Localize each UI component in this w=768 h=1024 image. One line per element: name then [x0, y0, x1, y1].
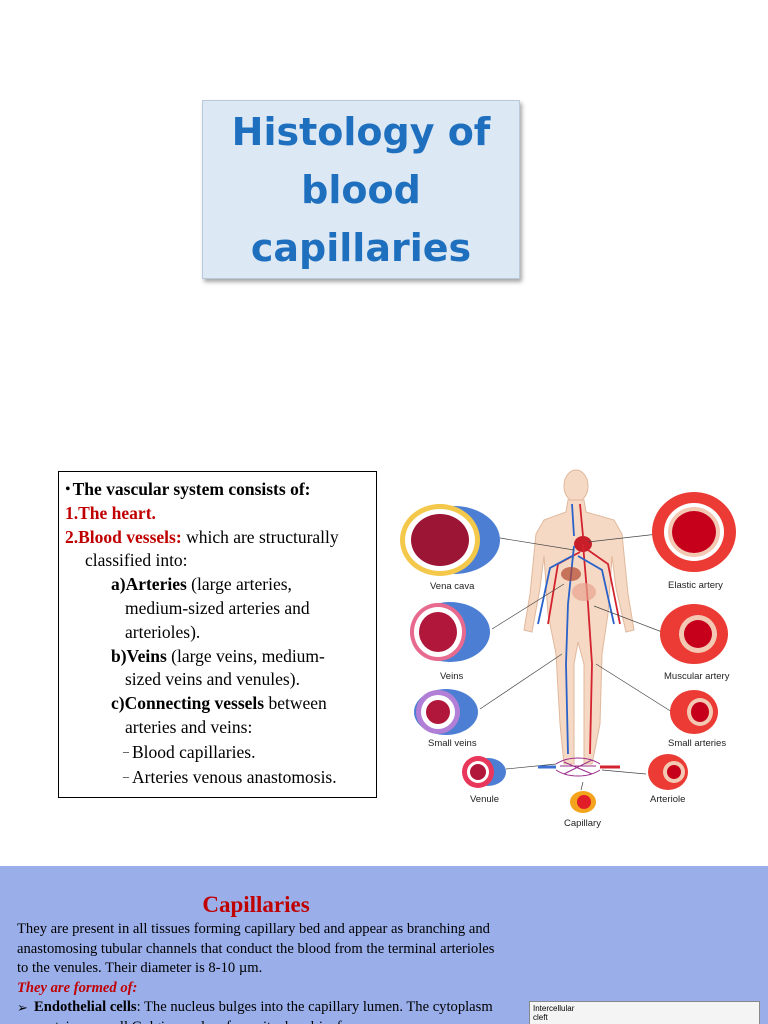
label-elastic-artery: Elastic artery [668, 580, 723, 591]
item-arteries: a)Arteries (large arteries, medium-sized… [111, 574, 310, 642]
title-box: Histology of blood capillaries [202, 100, 520, 279]
item-veins: b)Veins (large veins, medium- sized vein… [111, 645, 325, 690]
formed-of-label: They are formed of: [17, 979, 138, 996]
item-blood-capillaries: –Blood capillaries. [123, 741, 256, 762]
arteriole-illustration [648, 754, 688, 790]
vascular-system-text-box: •The vascular system consists of: 1.The … [58, 471, 377, 798]
veins-illustration [410, 602, 490, 662]
venule-illustration [462, 756, 506, 788]
muscular-artery-illustration [660, 604, 728, 664]
item-av-anastomosis: –Arteries venous anastomosis. [123, 766, 337, 787]
capillary-illustration [570, 791, 596, 813]
vascular-system-diagram: Vena cava Veins Small veins Venule Capil… [400, 469, 736, 829]
label-arteriole: Arteriole [650, 794, 685, 805]
label-muscular-artery: Muscular artery [664, 671, 730, 682]
elastic-artery-illustration [652, 492, 736, 572]
inset-label: Intercellular cleft [533, 1004, 575, 1022]
slide-title: Histology of blood capillaries [231, 109, 491, 270]
capillary-micrograph-inset: Intercellular cleft [529, 1001, 760, 1024]
label-small-arteries: Small arteries [668, 738, 726, 749]
capillaries-heading: Capillaries [202, 892, 310, 917]
capillaries-body: They are present in all tissues forming … [17, 920, 505, 1024]
capillary-bed [538, 757, 620, 777]
bullet-icon: • [65, 481, 71, 498]
dash-icon: – [123, 768, 129, 783]
capillaries-slide: Capillaries They are present in all tiss… [0, 866, 768, 1024]
vena-cava-illustration [400, 504, 500, 576]
pointer-lines [479, 533, 673, 791]
label-venule: Venule [470, 794, 499, 805]
endothelial-cells-item: ➢Endothelial cells: The nucleus bulges i… [17, 998, 505, 1024]
label-small-veins: Small veins [428, 738, 477, 749]
label-veins: Veins [440, 671, 463, 682]
item-connecting-vessels: c)Connecting vessels between arteries an… [111, 693, 327, 737]
label-capillary: Capillary [564, 818, 601, 829]
capillaries-intro: They are present in all tissues forming … [17, 921, 495, 976]
dash-icon: – [123, 743, 129, 758]
bullet-header: •The vascular system consists of: [65, 479, 311, 499]
small-veins-illustration [414, 689, 478, 735]
arrow-bullet-icon: ➢ [17, 1000, 28, 1015]
item-heart: 1.The heart. [65, 502, 156, 523]
small-arteries-illustration [670, 690, 718, 734]
item-blood-vessels: 2.Blood vessels: which are structurally … [65, 526, 339, 571]
human-body-figure [523, 469, 635, 765]
label-vena-cava: Vena cava [430, 581, 475, 592]
